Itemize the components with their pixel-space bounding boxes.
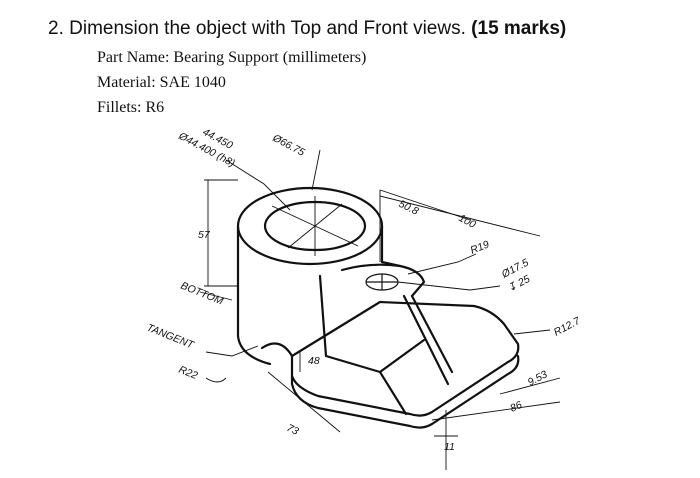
dim-r19: R19 — [469, 238, 492, 256]
dim-r127: R12.7 — [552, 314, 583, 338]
fillets: Fillets: R6 — [97, 99, 165, 116]
dim-86: 86 — [508, 399, 524, 415]
question-text: Dimension the object with Top and Front … — [69, 18, 466, 39]
label-r22: R22 — [177, 364, 200, 382]
question-number: 2. — [48, 18, 64, 39]
part-name: Part Name: Bearing Support (millimeters) — [97, 49, 367, 66]
hole-feature — [365, 273, 399, 291]
dim-48: 48 — [308, 355, 320, 367]
question-heading: 2. Dimension the object with Top and Fro… — [48, 18, 566, 40]
dim-73: 73 — [285, 422, 301, 438]
material: Material: SAE 1040 — [97, 74, 226, 91]
dim-height: 57 — [198, 229, 211, 241]
question-marks: (15 marks) — [471, 18, 567, 39]
dim-953: 9.53 — [526, 368, 550, 388]
dimension-lines — [199, 149, 561, 470]
dim-11: 11 — [444, 441, 455, 453]
label-bottom: BOTTOM — [179, 280, 225, 308]
object-outline — [236, 186, 520, 429]
dim-length: 100 — [457, 212, 478, 231]
dim-slot: 50.8 — [397, 198, 421, 218]
label-tangent: TANGENT — [145, 322, 197, 352]
dim-outer-dia: Ø66.75 — [270, 132, 307, 159]
